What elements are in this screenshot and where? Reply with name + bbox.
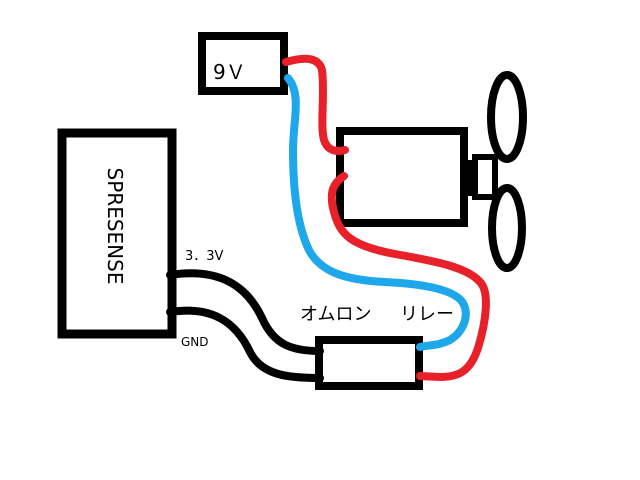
- spresense-label: SPRESENSE: [103, 168, 127, 285]
- battery-label: 9Ｖ: [213, 60, 246, 84]
- power-pin-label: 3．3V: [185, 249, 224, 264]
- motor-body: [336, 127, 468, 227]
- relay-word-label: リレー: [400, 304, 454, 325]
- blue-wire-battery-to-relay: [284, 74, 470, 351]
- red-wire-battery-to-motor: [282, 54, 349, 155]
- spresense-board: [57, 128, 177, 339]
- ground-wire: [166, 306, 324, 382]
- relay-maker-label: オムロン: [300, 304, 371, 325]
- propeller-blade-bottom: [488, 184, 526, 272]
- motor-shaft: [472, 154, 498, 200]
- relay-box: [315, 336, 423, 390]
- red-wire-motor-to-relay: [327, 172, 490, 381]
- ground-pin-label: GND: [181, 335, 209, 349]
- propeller-blade-top: [487, 71, 527, 163]
- power-wire: [166, 269, 324, 355]
